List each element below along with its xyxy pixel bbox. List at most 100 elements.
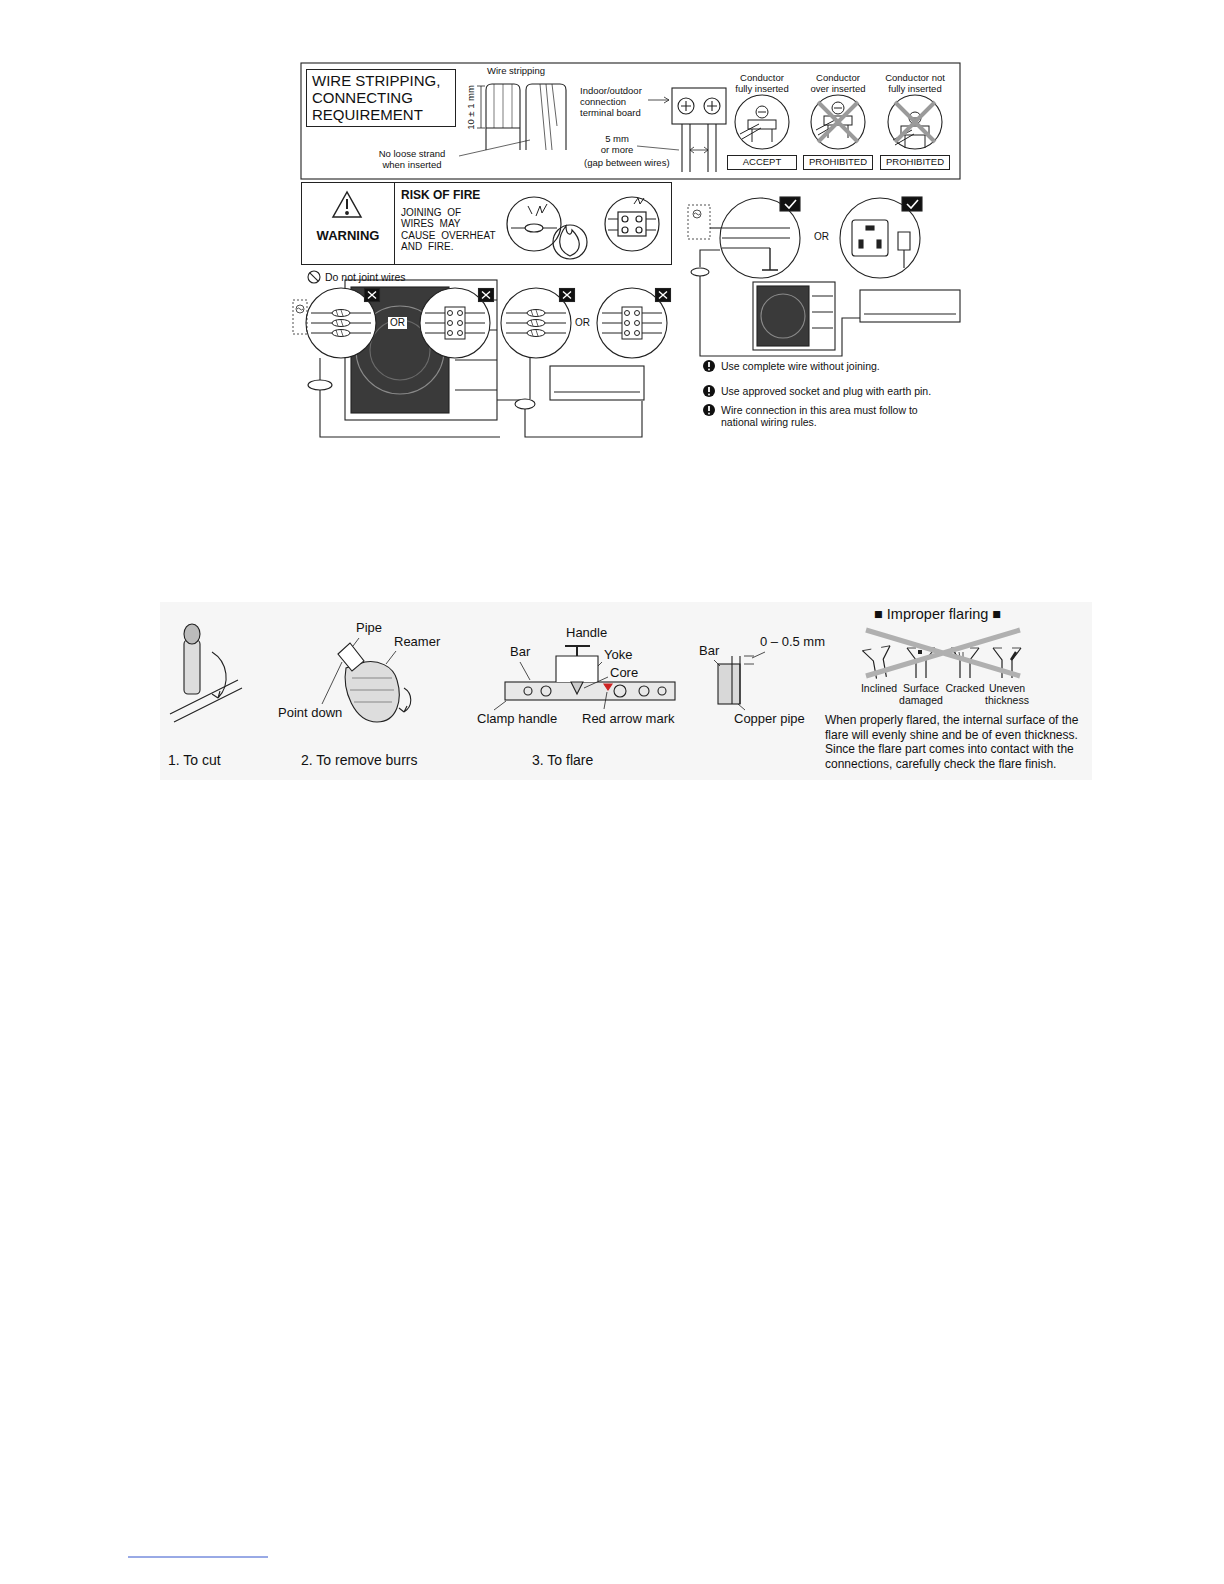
approved-wiring [761, 294, 805, 338]
prohibited-wiring [554, 391, 640, 392]
flaring-steps [338, 643, 364, 671]
dimension-label: 0 – 0.5 mm [760, 635, 825, 650]
prohibited-wiring [308, 271, 320, 283]
approved-wiring [859, 240, 863, 248]
warning-icons [622, 227, 628, 233]
flaring-steps [541, 686, 551, 696]
flaring-steps [714, 660, 720, 666]
box-text: WIRE STRIPPING, CONNECTING REQUIREMENT [312, 73, 450, 123]
wire-stripping-panel [818, 102, 935, 142]
part-label: Bar [510, 645, 530, 660]
or-label: OR [573, 317, 592, 329]
warning-cell: WARNING [301, 182, 395, 265]
approved-wiring [700, 250, 720, 267]
flaring-steps [1011, 652, 1016, 660]
flaring-steps [212, 652, 226, 698]
approved-wiring [691, 268, 709, 276]
wire-stripping-panel [681, 101, 717, 111]
prohibited-wiring [296, 305, 304, 313]
footer-link-line [128, 1557, 268, 1558]
wire-stripping-panel [526, 84, 566, 150]
prohibited-wiring [479, 289, 494, 302]
prohibited-wiring [365, 289, 380, 302]
warning-icons [525, 224, 543, 232]
status-box: PROHIBITED [880, 155, 950, 170]
approved-wiring [708, 362, 710, 411]
note-text: Use complete wire without joining. [721, 360, 880, 372]
part-label: Point down [278, 706, 342, 721]
flaring-steps [184, 624, 200, 644]
note-paragraph: When properly flared, the internal surfa… [825, 713, 1105, 772]
flaring-steps [639, 686, 649, 696]
wire-stripping-panel [486, 84, 520, 150]
flaring-steps [571, 682, 583, 694]
flaring-steps [565, 646, 590, 656]
note-text: Use approved socket and plug with earth … [721, 385, 931, 397]
approved-wiring [860, 290, 960, 322]
status-box: PROHIBITED [803, 155, 873, 170]
prohibited-wiring [297, 308, 303, 310]
flaring-steps [598, 662, 602, 666]
part-label: Reamer [394, 635, 440, 650]
flaring-steps [918, 650, 922, 654]
approved-wiring [902, 197, 922, 211]
flaring-steps [752, 652, 765, 658]
approved-wiring [877, 240, 881, 248]
flaring-steps [322, 662, 342, 704]
approved-wiring [780, 197, 800, 211]
flaring-steps [170, 680, 242, 722]
approved-wiring [866, 226, 874, 230]
part-label: Red arrow mark [582, 712, 674, 727]
step-label: 2. To remove burrs [301, 752, 417, 768]
flaring-steps [866, 630, 1020, 676]
part-label: Indoor/outdoor connection terminal board [580, 86, 644, 119]
flaring-steps [718, 664, 740, 704]
wire-stripping-panel [682, 124, 716, 172]
flaring-steps [494, 701, 506, 710]
defect-label: Surface damaged [896, 682, 946, 706]
wire-stripping-panel [540, 84, 557, 150]
prohibited-wiring [345, 280, 497, 420]
warning-icons [346, 212, 349, 215]
prohibited-wiring [320, 390, 520, 437]
approved-wiring [852, 220, 888, 256]
defect-label: Uneven thickness [981, 682, 1033, 706]
flaring-steps [520, 662, 530, 680]
warning-icons [528, 204, 547, 216]
prohibited-wiring [506, 310, 566, 337]
flaring-steps [350, 678, 394, 702]
prohibited-wiring [293, 300, 307, 334]
flaring-steps [556, 656, 598, 682]
note-text: Do not joint wires [325, 271, 406, 283]
wire-stripping-panel [301, 63, 960, 179]
flaring-steps [604, 684, 612, 690]
approved-wiring [708, 394, 710, 396]
part-label: Copper pipe [734, 712, 805, 727]
approved-wiring [720, 198, 800, 278]
flaring-steps [386, 651, 396, 664]
warning-icons [553, 225, 587, 259]
approved-wiring [898, 232, 910, 268]
flaring-steps [604, 692, 607, 709]
warning-icons [333, 192, 361, 217]
defect-label: Cracked [945, 682, 984, 694]
approved-wiring [812, 296, 833, 328]
wire-stripping-panel [301, 63, 960, 179]
note-text: Wire connection in this area must follow… [721, 404, 946, 428]
part-label: Clamp handle [477, 712, 557, 727]
approved-wiring [753, 282, 835, 350]
flaring-steps [524, 687, 532, 695]
prohibited-wiring [425, 307, 485, 339]
flaring-steps [658, 687, 666, 695]
caption-label: Conductor fully inserted [732, 73, 792, 95]
risk-cell: RISK OF FIREJOINING OF WIRES MAY CAUSE O… [395, 182, 672, 265]
dimension-label: 10 ± 1 mm [466, 85, 477, 130]
box-text: WARNING [304, 229, 392, 244]
prohibited-wiring [550, 366, 644, 400]
warning-icons [636, 227, 642, 233]
prohibited-wiring [560, 289, 575, 302]
note-text: No loose strand when inserted [367, 149, 457, 171]
flaring-steps [732, 656, 740, 704]
section-label: Wire stripping [487, 66, 545, 77]
